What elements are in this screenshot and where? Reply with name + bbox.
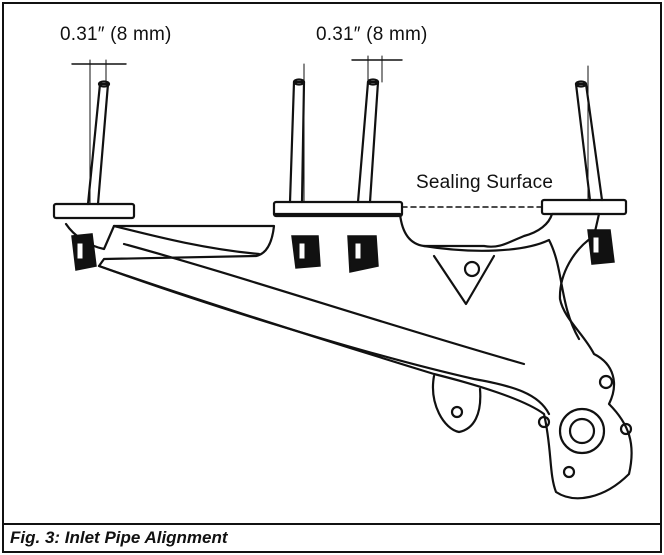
flange-right (540, 198, 628, 216)
mounting-hole-lower (450, 405, 464, 419)
stud-highlight-4 (593, 237, 599, 253)
outlet-bolt-hole-a (598, 374, 614, 390)
outlet-port-outer (558, 407, 606, 455)
figure-caption: Fig. 3: Inlet Pipe Alignment (10, 528, 228, 547)
stud-nut-1 (71, 233, 97, 271)
outlet-bolt-hole-c (562, 465, 576, 479)
manifold-inner-contour (122, 242, 526, 366)
dimension-label-center: 0.31″ (8 mm) (316, 24, 428, 45)
pipe-1 (86, 82, 110, 206)
pipe-2 (288, 80, 306, 204)
manifold-illustration: 0.31″ (8 mm) 0.31″ (8 mm) Sealing Surfac… (2, 2, 662, 525)
manifold-lower-edge (97, 264, 551, 416)
stud-highlight-2 (299, 243, 305, 259)
flange-left (52, 202, 136, 220)
left-runner-upper-edge (112, 224, 261, 256)
mounting-hole-center (463, 260, 481, 278)
outlet-bolt-hole-b (619, 422, 633, 436)
pipe-3 (356, 80, 380, 204)
stud-nut-2 (291, 235, 321, 269)
stud-highlight-3 (355, 243, 361, 259)
stud-nut-4 (587, 229, 615, 265)
mounting-ear-lower (431, 374, 482, 434)
pipe-4 (574, 82, 604, 202)
sealing-surface-label: Sealing Surface (416, 172, 554, 193)
stud-nut-3 (347, 235, 379, 273)
manifold-drawing (52, 55, 633, 500)
manifold-right-curve (422, 238, 581, 341)
caption-bar: Fig. 3: Inlet Pipe Alignment (2, 525, 662, 553)
pipe-4-end (574, 80, 588, 88)
outlet-port-inner (568, 417, 596, 445)
dimension-label-left: 0.31″ (8 mm) (60, 24, 172, 45)
mounting-ear-center (432, 254, 496, 306)
flange-center (272, 200, 404, 218)
pipe-1-end (97, 80, 111, 88)
stud-highlight-1 (77, 243, 83, 259)
outlet-bolt-hole-d (537, 415, 551, 429)
